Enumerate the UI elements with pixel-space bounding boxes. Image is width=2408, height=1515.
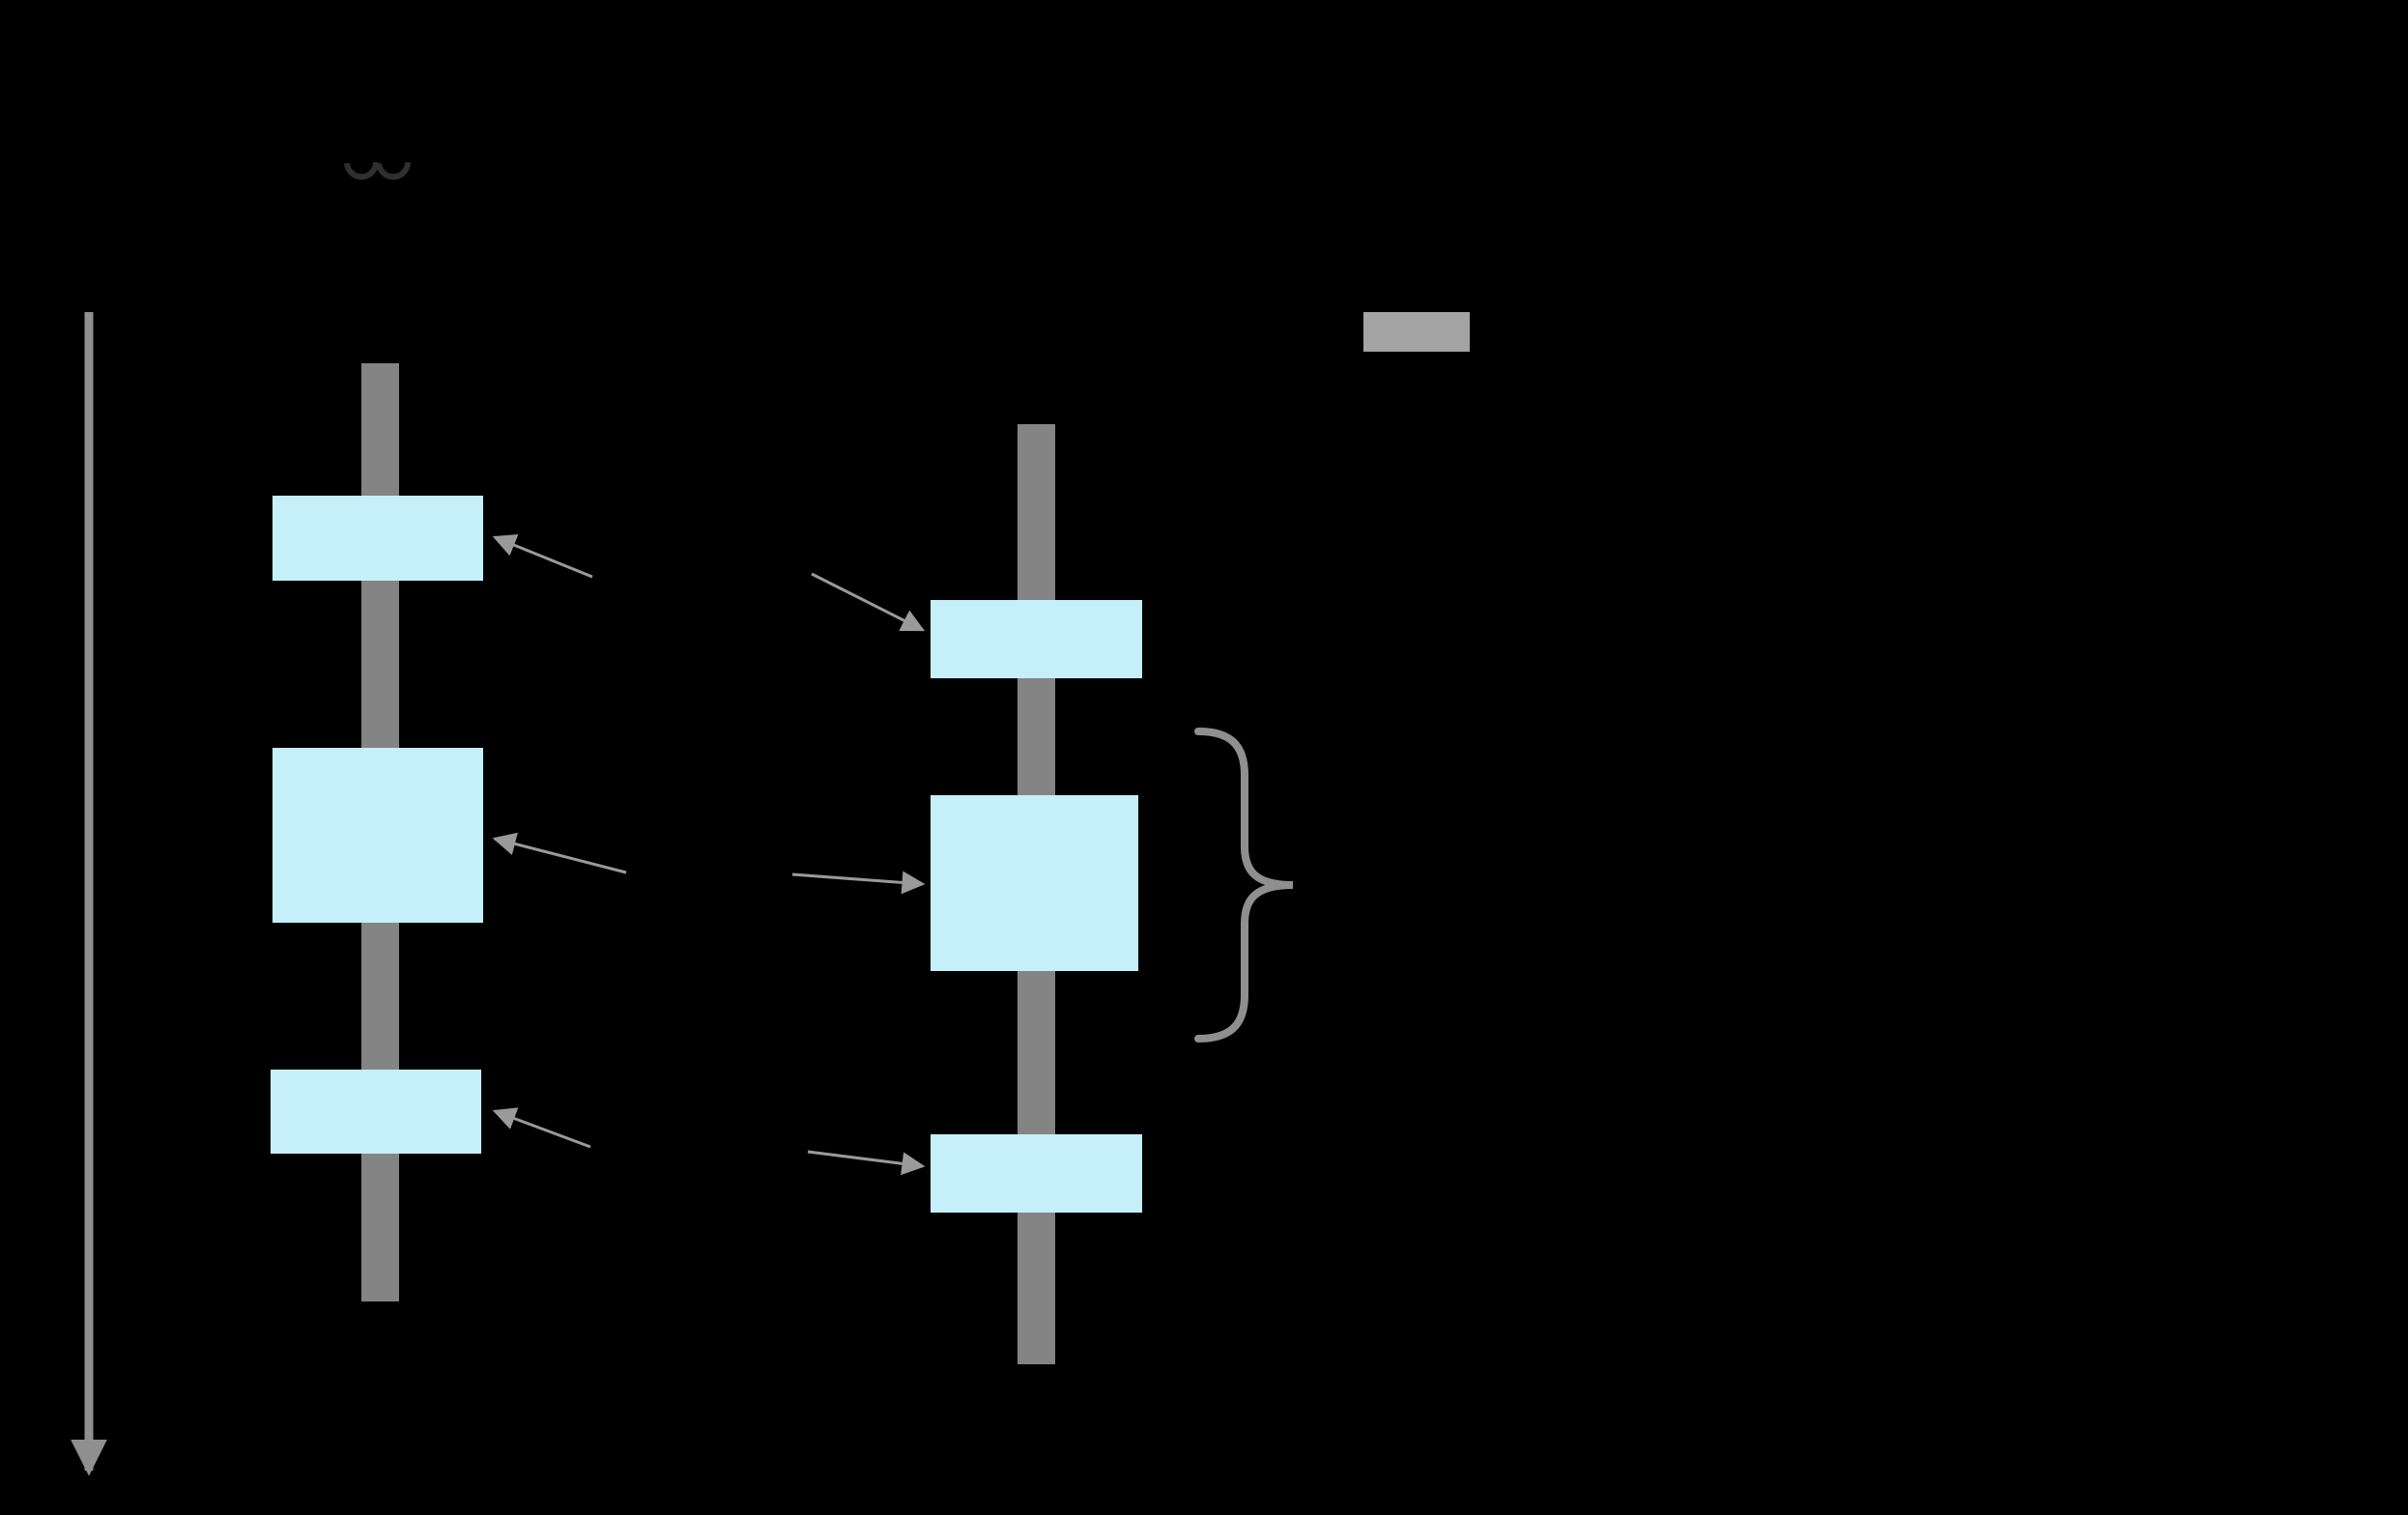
faint-text-artifact	[344, 145, 411, 180]
pointer-arrow-left-box3	[492, 1107, 591, 1149]
pointer-arrow-left-box1	[492, 534, 593, 579]
legend-swatch	[1363, 312, 1470, 352]
left-timeline-box-2	[272, 748, 483, 923]
right-timeline-box-1	[931, 600, 1142, 678]
left-timeline-box-3	[271, 1070, 481, 1154]
right-timeline-box-3	[931, 1134, 1142, 1213]
pointer-arrow-right-box3	[807, 1150, 926, 1176]
pointer-arrow-left-box2	[492, 832, 627, 874]
pointer-arrow-right-box2	[791, 871, 926, 895]
pointer-arrow-right-box1	[811, 572, 926, 632]
curly-brace	[1194, 728, 1294, 1043]
right-timeline-box-2	[931, 795, 1138, 971]
left-timeline-box-1	[272, 496, 483, 581]
